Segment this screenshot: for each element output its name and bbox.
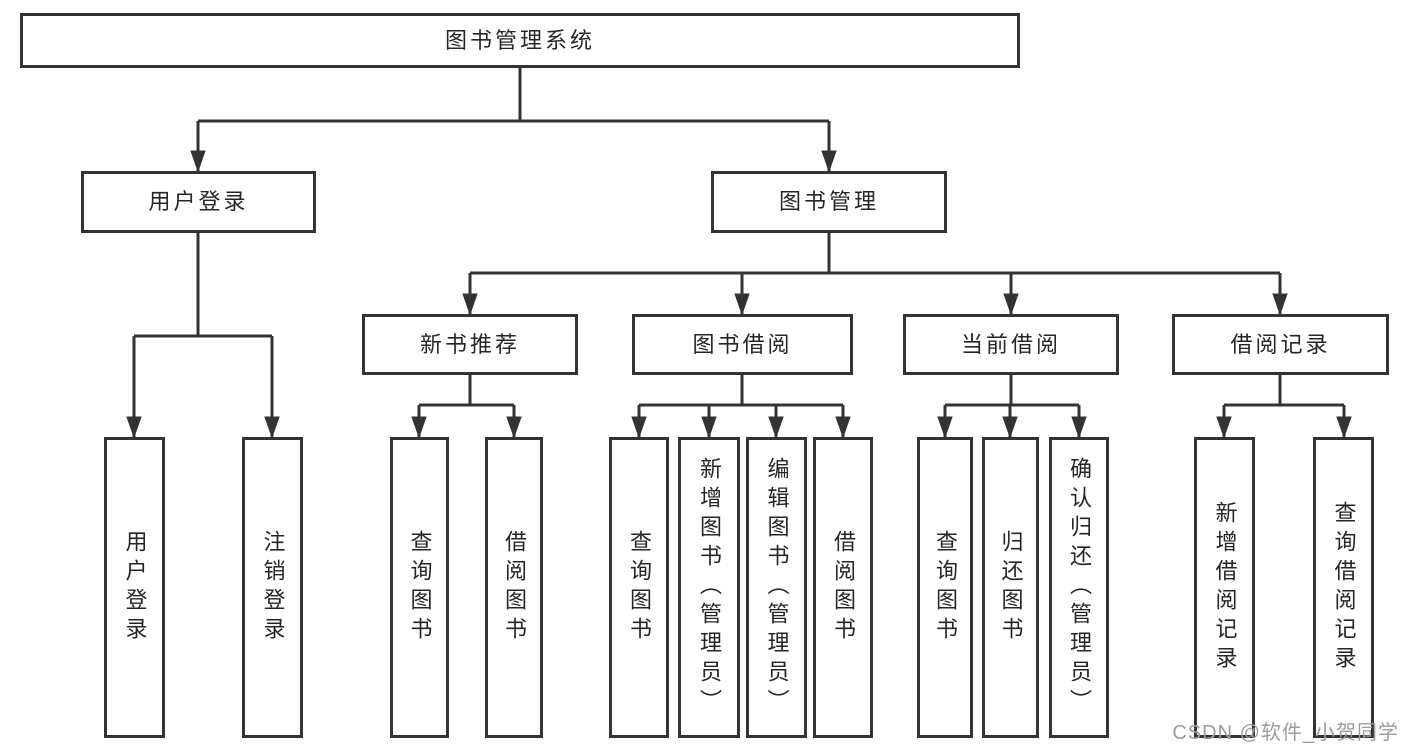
node-label: 用户登录 <box>122 529 148 646</box>
node-label: 查询图书 <box>627 529 652 646</box>
leaf-add-books-admin: 新增图书（管理员） <box>678 437 740 738</box>
node-user-login: 用户登录 <box>81 171 316 233</box>
node-label: 注销登录 <box>260 529 286 646</box>
edge-user-login-to-leaves <box>134 233 272 437</box>
node-label: 查询借阅记录 <box>1331 500 1357 675</box>
node-label: 图书管理系统 <box>444 27 595 53</box>
leaf-user-login: 用户登录 <box>104 437 165 738</box>
node-borrow-records: 借阅记录 <box>1172 314 1389 375</box>
leaf-confirm-return-admin: 确认归还（管理员） <box>1049 437 1109 738</box>
node-label: 新书推荐 <box>419 331 520 357</box>
edge-root-to-level2 <box>198 68 829 171</box>
node-label: 查询图书 <box>407 529 433 646</box>
node-label: 确认归还（管理员） <box>1067 457 1092 718</box>
leaf-query-borrow-record: 查询借阅记录 <box>1313 437 1374 738</box>
edge-book-mgmt-to-level3 <box>470 233 1280 314</box>
node-label: 新增借阅记录 <box>1212 500 1238 675</box>
edge-current-to-leaves <box>945 375 1079 437</box>
node-label: 编辑图书（管理员） <box>764 457 790 718</box>
node-label: 当前借阅 <box>960 331 1061 357</box>
node-book-borrowing: 图书借阅 <box>632 314 853 375</box>
leaf-logout: 注销登录 <box>242 437 303 738</box>
node-label: 用户登录 <box>148 189 249 214</box>
node-label: 借阅图书 <box>831 529 856 646</box>
node-label: 借阅图书 <box>502 529 527 646</box>
leaf-borrow-books-1: 借阅图书 <box>485 437 543 738</box>
leaf-return-books: 归还图书 <box>982 437 1039 738</box>
leaf-query-books-3: 查询图书 <box>917 437 973 738</box>
node-label: 查询图书 <box>933 529 958 646</box>
node-new-book-recommendation: 新书推荐 <box>362 314 578 375</box>
edge-new-rec-to-leaves <box>419 375 514 437</box>
edge-borrowing-to-leaves <box>639 375 843 437</box>
node-label: 借阅记录 <box>1230 331 1331 357</box>
node-library-system: 图书管理系统 <box>20 13 1020 68</box>
csdn-watermark: CSDN @软件_小贺同学 <box>1172 722 1399 744</box>
node-book-management: 图书管理 <box>711 171 947 233</box>
leaf-query-books-2: 查询图书 <box>609 437 669 738</box>
edge-records-to-leaves <box>1224 375 1344 437</box>
leaf-query-books-1: 查询图书 <box>390 437 449 738</box>
leaf-add-borrow-record: 新增借阅记录 <box>1194 437 1255 738</box>
leaf-borrow-books-2: 借阅图书 <box>813 437 873 738</box>
leaf-edit-books-admin: 编辑图书（管理员） <box>746 437 807 738</box>
node-label: 新增图书（管理员） <box>697 457 722 718</box>
node-label: 归还图书 <box>998 529 1024 646</box>
node-current-borrowing: 当前借阅 <box>903 314 1119 375</box>
node-label: 图书借阅 <box>692 331 793 357</box>
node-label: 图书管理 <box>778 189 879 214</box>
